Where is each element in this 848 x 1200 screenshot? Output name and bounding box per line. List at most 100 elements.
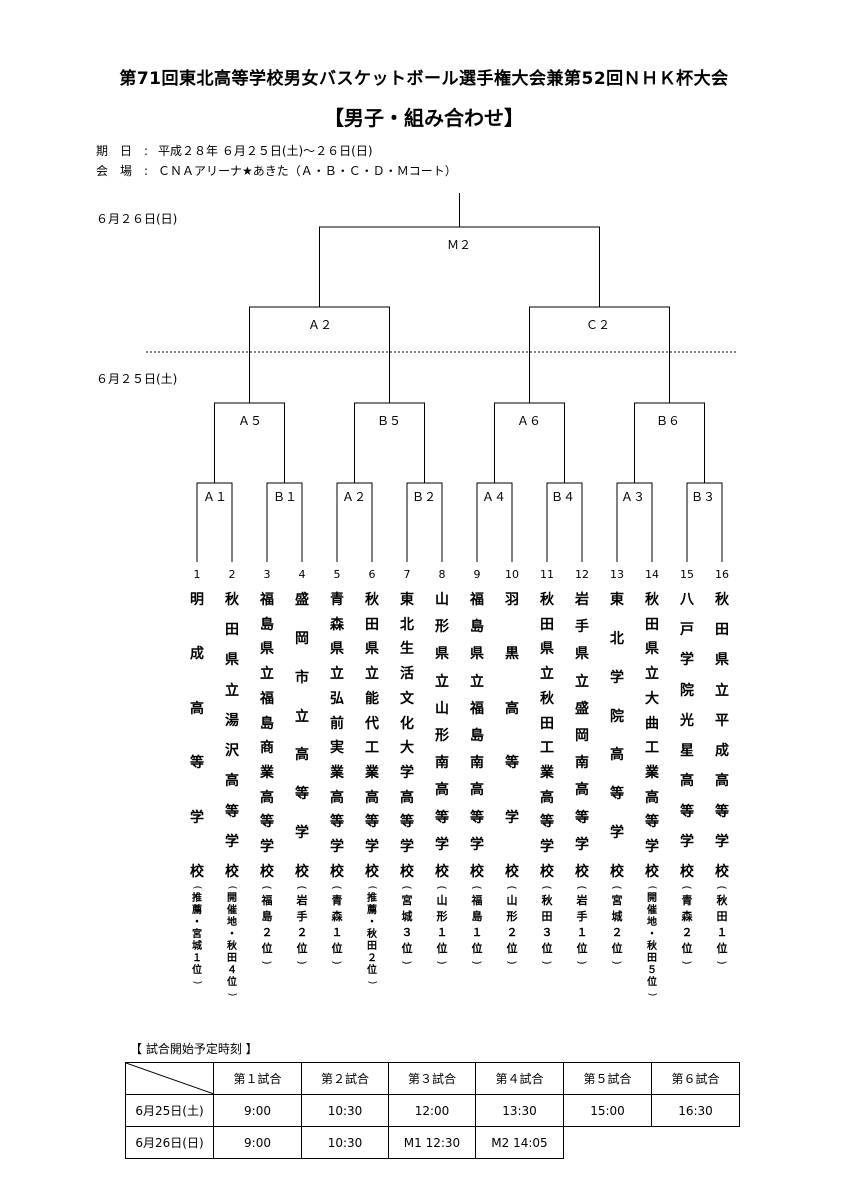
note-char: 位 (436, 942, 448, 955)
note-char: 岩 (576, 894, 588, 907)
team-name-char: 生 (400, 641, 414, 658)
schedule-heading: 【 試合開始予定時刻 】 (130, 1042, 258, 1056)
team-name-char: 等 (435, 809, 449, 826)
team-name-vertical: 福島県立福島商業高等学校 (252, 592, 282, 880)
team-name-char: 学 (610, 825, 624, 842)
team-name-char: 学 (715, 833, 729, 850)
paren-open: ( (646, 885, 658, 890)
team-name-char: 沢 (225, 743, 239, 760)
paren-close: ) (540, 960, 554, 965)
note-char: 島 (261, 910, 273, 923)
bracket-lines (196, 193, 723, 562)
note-char: 山 (506, 894, 518, 907)
team-name-char: 等 (715, 803, 729, 820)
team-name-char: 立 (260, 666, 274, 683)
team-name-char: 秋 (225, 592, 239, 608)
team-name-char: 高 (505, 700, 519, 717)
match-label-semi-1: Ａ２ (307, 318, 332, 332)
paren-open: ( (540, 885, 554, 890)
note-char: 位 (681, 942, 693, 955)
schedule-empty-cell (652, 1127, 740, 1159)
team-name-char: 学 (470, 836, 484, 853)
team-number: 8 (438, 568, 446, 581)
team-name-char: 高 (330, 789, 344, 806)
team-name-char: 学 (540, 839, 554, 856)
team-name-char: 工 (365, 740, 379, 757)
team-name-char: 県 (260, 641, 274, 658)
schedule-header: 第２試合 (301, 1062, 389, 1095)
team-name-char: 校 (680, 863, 694, 880)
match-label-first-6: Ｂ４ (550, 490, 575, 504)
team-name-char: 立 (330, 666, 344, 683)
note-char: 島 (471, 910, 483, 923)
team-name-char: 等 (365, 814, 379, 831)
team-name-char: 秋 (540, 690, 554, 707)
team-name-vertical: 岩手県立盛岡南高等学校 (567, 592, 597, 880)
note-char: 位 (611, 942, 623, 955)
paren-close: ) (191, 980, 203, 985)
diagonal-line (126, 1063, 214, 1094)
note-char: 岩 (296, 894, 308, 907)
team-name-char: 県 (225, 652, 239, 669)
note-char: 手 (576, 910, 588, 923)
team-name-char: 等 (540, 814, 554, 831)
team-name-char: 化 (400, 715, 414, 732)
team-name-char: 学 (505, 809, 519, 826)
team-name-char: 業 (330, 765, 344, 782)
note-char: 秋 (647, 941, 657, 952)
note-char: ４ (227, 965, 237, 976)
paren-open: ( (715, 885, 729, 890)
team-name-char: 校 (610, 863, 624, 880)
paren-open: ( (400, 885, 414, 890)
note-char: 催 (647, 905, 657, 916)
team-name-char: 福 (260, 690, 274, 707)
note-char: 青 (681, 894, 693, 907)
team-name-vertical: 青森県立弘前実業高等学校 (322, 592, 352, 880)
team-name-char: 大 (645, 690, 659, 707)
team-name-char: 黒 (505, 646, 519, 663)
page-subtitle: 【男子・組み合わせ】 (324, 106, 524, 130)
note-char: 福 (471, 894, 483, 907)
team-name-char: 等 (645, 814, 659, 831)
schedule-header: 第５試合 (563, 1062, 652, 1095)
note-char: ５ (647, 965, 657, 976)
team-name-char: 成 (190, 646, 204, 663)
team-number: 12 (575, 568, 589, 581)
team-name-char: 田 (540, 715, 554, 732)
schedule-row-day2: 6月26日(日) 9:00 10:30 M1 12:30 M2 14:05 (125, 1126, 740, 1159)
period-label: 期 日 (96, 144, 133, 158)
date-label-day1: ６月２５日(土) (96, 372, 178, 386)
match-label-first-8: Ｂ３ (690, 490, 715, 504)
paren-open: ( (575, 885, 589, 890)
paren-open: ( (226, 885, 238, 890)
note-char: 森 (681, 910, 693, 923)
team-number: 7 (403, 568, 411, 581)
venue-colon: : (144, 164, 149, 178)
paren-close: ) (505, 960, 519, 965)
note-char: 宮 (611, 894, 623, 907)
team-name-char: 立 (470, 673, 484, 690)
paren-open: ( (366, 885, 378, 890)
team-name-char: 県 (540, 641, 554, 658)
team-number: 1 (193, 568, 201, 581)
team-number: 11 (540, 568, 554, 581)
note-char: 田 (541, 910, 553, 923)
note-char: 位 (261, 942, 273, 955)
schedule-corner-cell (125, 1062, 214, 1095)
schedule-header: 第６試合 (651, 1062, 740, 1095)
team-name-vertical: 八戸学院光星高等学校 (672, 592, 702, 880)
team-name-char: 活 (400, 666, 414, 683)
paren-close: ) (330, 960, 344, 965)
team-name-char: 福 (260, 592, 274, 608)
paren-open: ( (191, 885, 203, 890)
team-name-char: 山 (435, 700, 449, 717)
note-char: 位 (506, 942, 518, 955)
team-name-char: 形 (435, 619, 449, 636)
note-char: 位 (367, 965, 377, 976)
team-name-vertical: 羽黒高等学校 (497, 592, 527, 880)
match-label-quarter-3: Ａ６ (516, 414, 541, 428)
